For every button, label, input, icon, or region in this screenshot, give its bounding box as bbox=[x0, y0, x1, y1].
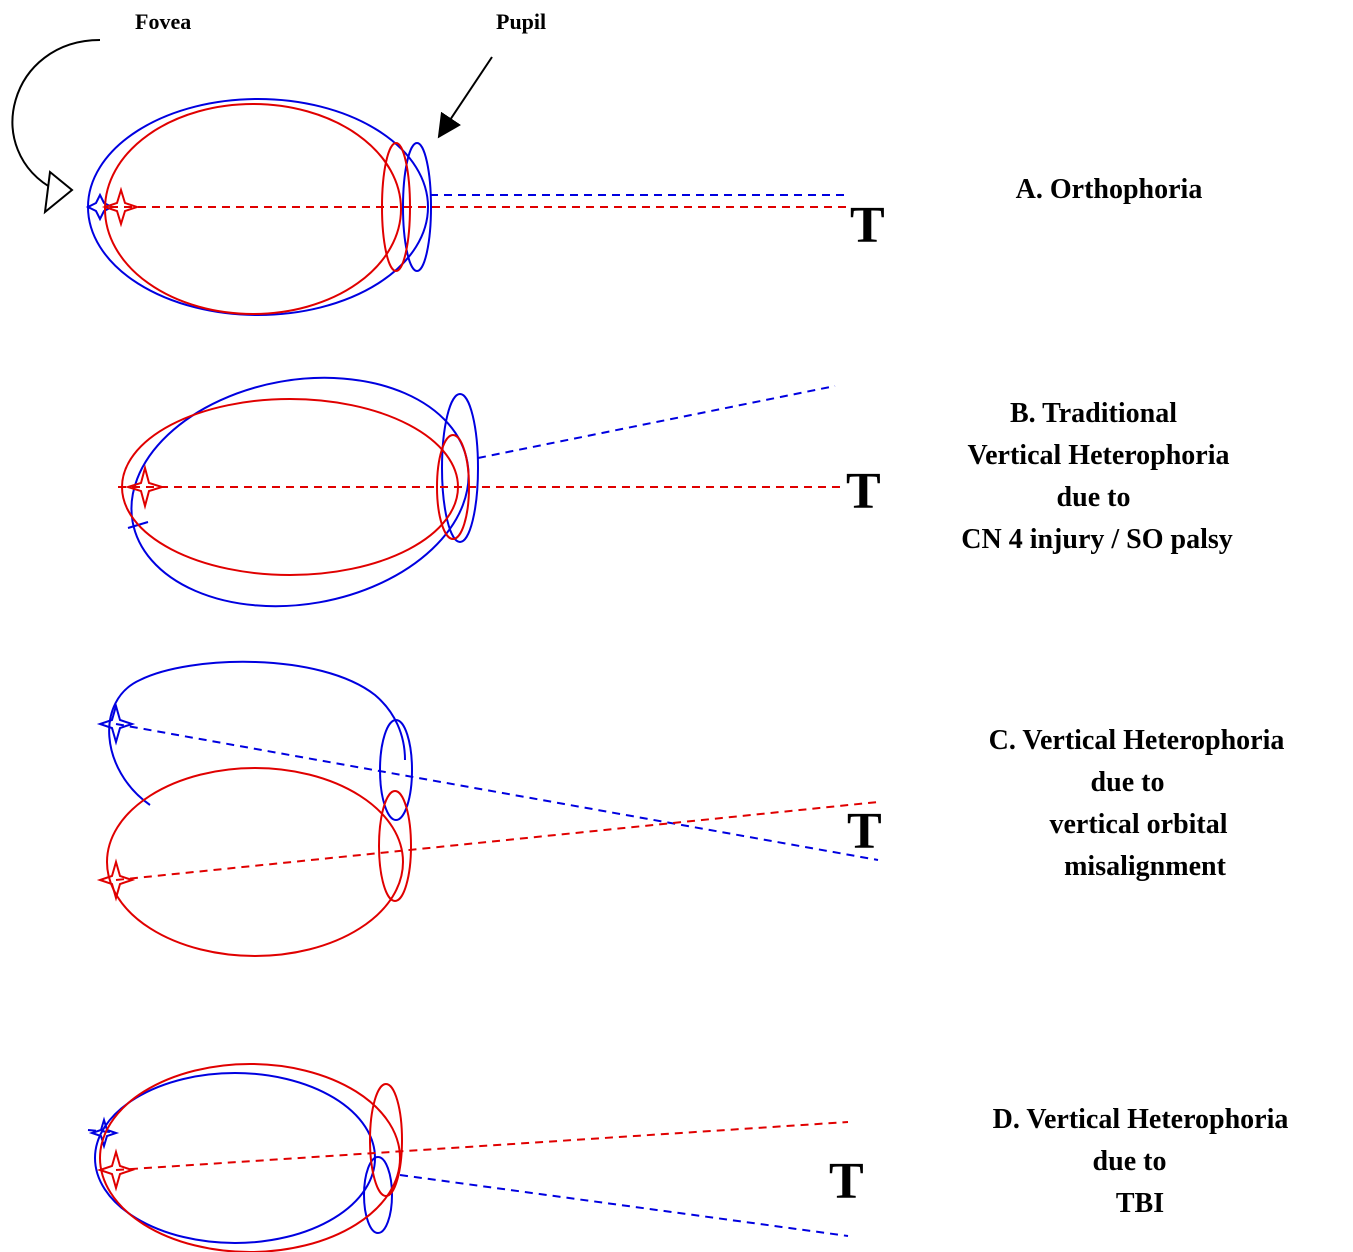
panel-c-blue-fovea-icon bbox=[96, 702, 136, 746]
panel-a-blue-fovea-icon bbox=[85, 192, 115, 222]
panel-d-caption: D. Vertical Heterophoria due to TBI bbox=[993, 1104, 1296, 1219]
fovea-arrow bbox=[11, 39, 101, 191]
panel-b-caption: B. Traditional Vertical Heterophoria due… bbox=[961, 398, 1236, 555]
panel-c-caption: C. Vertical Heterophoria due to vertical… bbox=[989, 725, 1292, 882]
panel-b-blue-eye bbox=[130, 376, 470, 608]
panel-c-blue-pupil bbox=[379, 719, 413, 821]
pupil-arrow bbox=[437, 56, 493, 139]
panel-d-target: T bbox=[829, 1153, 864, 1210]
panel-a-target: T bbox=[850, 197, 885, 254]
panel-d-red-eye bbox=[99, 1063, 401, 1252]
panel-d-blue-pupil bbox=[363, 1156, 393, 1234]
panel-d-blue-fovea-icon bbox=[88, 1116, 120, 1150]
panel-b-eyes bbox=[118, 376, 840, 608]
panel-c-blue-sightline bbox=[115, 723, 879, 861]
panel-d-blue-sightline-front bbox=[399, 1174, 849, 1237]
panel-b-target: T bbox=[846, 463, 881, 520]
panel-c-red-fovea-icon bbox=[96, 858, 136, 902]
panel-d-red-pupil bbox=[369, 1083, 403, 1197]
panel-c-red-sightline bbox=[115, 801, 879, 881]
panel-c-blue-eye bbox=[108, 660, 406, 806]
panel-d-red-sightline bbox=[115, 1121, 849, 1171]
panel-a-eyes bbox=[85, 98, 848, 316]
panel-c-red-eye bbox=[106, 767, 404, 957]
panel-a-caption: A. Orthophoria bbox=[1016, 174, 1203, 205]
panel-c-eyes bbox=[96, 660, 879, 957]
panel-a-blue-pupil bbox=[402, 142, 432, 272]
panel-d-red-fovea-icon bbox=[96, 1148, 136, 1192]
fovea-arrow-head bbox=[43, 170, 74, 215]
panel-b-red-fovea-icon bbox=[124, 464, 166, 510]
panel-d-blue-eye bbox=[94, 1072, 376, 1244]
panel-a-red-eye bbox=[104, 103, 402, 315]
panel-b-blue-pupil bbox=[441, 393, 479, 543]
panel-d-eyes bbox=[87, 1063, 849, 1252]
panel-a-red-fovea-icon bbox=[101, 186, 141, 228]
panel-c-red-pupil bbox=[378, 790, 412, 902]
panel-b-blue-sightline bbox=[477, 385, 836, 459]
panel-c-target: T bbox=[847, 803, 882, 860]
fovea-label: Fovea bbox=[135, 9, 191, 34]
pupil-label: Pupil bbox=[496, 9, 546, 34]
